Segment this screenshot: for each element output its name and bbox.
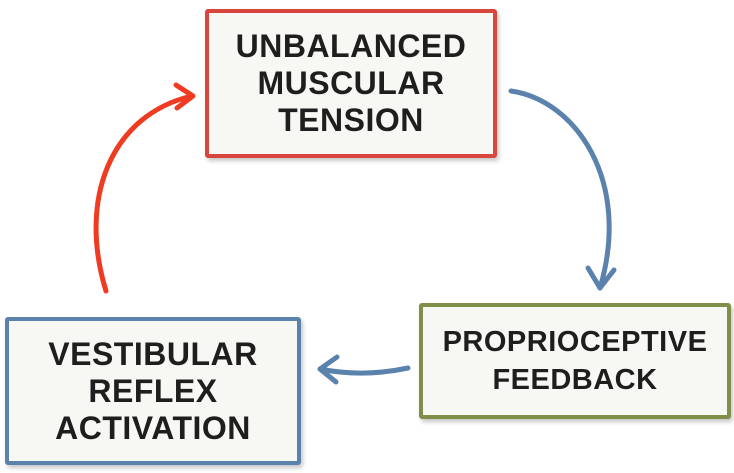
node-label-line: FEEDBACK xyxy=(492,364,658,396)
arrowhead-activation-to-tension xyxy=(173,82,196,111)
arrow-feedback-to-activation xyxy=(317,365,411,376)
node-label-line: PROPRIOCEPTIVE xyxy=(442,326,708,358)
arrowhead-tension-to-feedback xyxy=(585,265,617,291)
arrow-tension-to-feedback xyxy=(508,88,612,291)
node-label-line: ACTIVATION xyxy=(55,409,251,446)
node-label-line: UNBALANCED xyxy=(235,28,467,64)
arrowhead-feedback-to-activation xyxy=(317,354,340,385)
node-proprioceptive-feedback: PROPRIOCEPTIVE FEEDBACK xyxy=(419,303,731,419)
node-unbalanced-muscular-tension: UNBALANCED MUSCULAR TENSION xyxy=(205,9,497,158)
node-vestibular-reflex-activation: VESTIBULAR REFLEX ACTIVATION xyxy=(5,317,301,465)
node-label-line: TENSION xyxy=(278,102,424,138)
node-label-line: REFLEX xyxy=(88,372,218,409)
node-label-line: VESTIBULAR xyxy=(48,335,258,372)
arrow-activation-to-tension xyxy=(93,93,195,294)
node-label-line: MUSCULAR xyxy=(257,65,445,101)
